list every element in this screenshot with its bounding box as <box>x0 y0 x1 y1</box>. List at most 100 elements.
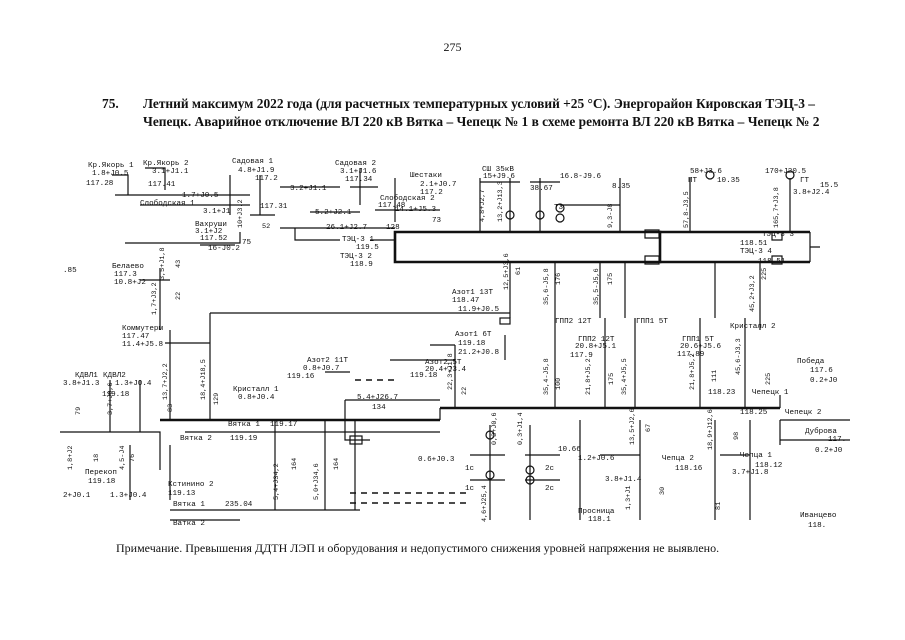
line-flow-label: 13,2+J13,3 <box>497 181 505 222</box>
transformer-label: Т3 <box>554 204 564 212</box>
page-number: 275 <box>443 40 462 54</box>
flow-label: 3.7+J1.8 <box>732 469 769 477</box>
node-label: ГПП2 12Т <box>578 336 615 344</box>
flow-label: 8.35 <box>612 183 631 191</box>
flow-label: 16-J0.2 <box>208 245 240 253</box>
section-label: 1с <box>465 485 474 493</box>
flow-label: 170+J20.5 <box>765 168 806 176</box>
line-flow-label: 45,6-J3,3 <box>735 338 743 375</box>
wires <box>60 167 850 521</box>
node-label: ТЭЦ-3 2 <box>340 253 372 261</box>
flow-label: 0.8+J0.7 <box>303 365 339 373</box>
line-number: 225 <box>765 373 773 385</box>
voltage-label: 118.23 <box>708 389 736 397</box>
line-number: 30 <box>659 487 667 495</box>
voltage-label: 119.16 <box>287 373 315 381</box>
section-label: 2с <box>545 485 554 493</box>
node-label: Белаево <box>112 263 144 271</box>
section-label: 1с <box>465 465 474 473</box>
line-flow-label: 35,5-J5,6 <box>593 268 601 305</box>
voltage-label: 38.67 <box>530 185 553 193</box>
voltage-label: 117. <box>828 436 846 444</box>
flow-label: 3.1+J1.1 <box>152 168 189 176</box>
line-flow-label: 35,4-J5,8 <box>543 358 551 395</box>
line-flow-label: 1,3+J1 <box>625 486 633 510</box>
node-label: ТЭЦ-3 3 <box>762 231 794 239</box>
voltage-label: 117.41 <box>148 181 176 189</box>
line-flow-label: 35,4+J5,5 <box>621 358 629 395</box>
voltage-label: 119.18 <box>458 340 486 348</box>
voltage-label: 119.18 <box>88 478 116 486</box>
flow-label: 2.1+J0.7 <box>420 181 456 189</box>
line-number: 225 <box>761 268 769 280</box>
flow-label: 5.4+J26.7 <box>357 394 398 402</box>
line-number: 76 <box>129 454 137 462</box>
line-number: 81 <box>715 502 723 510</box>
flow-label: 11.9+J0.5 <box>458 306 499 314</box>
voltage-label: 117.48 <box>378 202 406 210</box>
node-label: ГПП1 5Т <box>636 318 668 326</box>
node-label: ТЭЦ-3 4 <box>740 248 772 256</box>
node-label: Перекоп <box>85 469 117 477</box>
figure-number: 75. <box>102 96 119 111</box>
flow-label: 1.2+J0.6 <box>578 455 615 463</box>
node-label: ТЭЦ-3 1 <box>342 236 374 244</box>
node-label: Победа <box>797 357 825 366</box>
line-flow-label: 165,7+J3,8 <box>773 187 781 228</box>
node-label: Вятка 1 <box>228 421 260 429</box>
line-flow-label: 10+J3.2 <box>237 199 245 228</box>
node-label: Вахруши <box>195 221 227 229</box>
flow-label: 10.8+J2 <box>114 279 146 287</box>
flow-label: 3.8+J1.4 <box>605 476 642 484</box>
node-label: Чепца 2 <box>662 455 694 463</box>
line-flow-label: 3,5+J1,8 <box>159 247 167 280</box>
node-label: Просница <box>578 508 615 516</box>
voltage-label: 118.1 <box>588 516 611 524</box>
line-number: 98 <box>733 432 741 440</box>
flow-label: 0.8+J0.4 <box>238 394 275 402</box>
line-number: 75 <box>242 239 252 247</box>
flow-label: 15+J9.6 <box>483 173 515 181</box>
voltage-label: 118.25 <box>740 409 768 417</box>
voltage-label: 119.19 <box>230 435 258 443</box>
line-number: 100 <box>555 378 563 390</box>
flow-label: 10.66 <box>558 446 581 454</box>
voltage-label: 117.28 <box>86 180 114 188</box>
node-label: Чепецк 1 <box>752 389 789 397</box>
voltage-label: 119.13 <box>168 490 196 498</box>
voltage-label: 117.6 <box>810 367 833 375</box>
flow-label: 16.8-J9.6 <box>560 173 601 181</box>
node-label: КДВЛ2 <box>103 372 126 380</box>
line-flow-label: 0,3+J0,6 <box>491 412 499 445</box>
line-number: 79 <box>75 407 83 415</box>
voltage-label: 235.04 <box>225 501 253 509</box>
flow-label: 20.8+J5.1 <box>575 343 616 351</box>
line-number: 4,6+J25,4 <box>481 485 489 522</box>
flow-label: 5.2+J2.1 <box>315 209 352 217</box>
node-label: Азот1 13Т <box>452 289 493 297</box>
node-label: Садовая 2 <box>335 160 376 168</box>
flow-label: 3.8+J2.4 <box>793 189 830 197</box>
flow-label: 1.3+J0.4 <box>115 380 152 388</box>
voltage-label: 117.52 <box>200 235 228 243</box>
flow-label: 3.1+J1.6 <box>340 168 377 176</box>
node-label: Кристалл 1 <box>233 386 279 394</box>
flow-label: 20.6+J5.6 <box>680 343 721 351</box>
flow-label: 20.4+J3.4 <box>425 366 466 374</box>
line-flow-label: 18,4+J18,5 <box>200 359 208 400</box>
node-label: Азот1 6Т <box>455 331 492 339</box>
footnote: Примечание. Превышения ДДТН ЛЭП и оборуд… <box>116 541 720 555</box>
line-flow-label: 5,0+J34,6 <box>313 463 321 500</box>
line-flow-label: 18,9+J12,6 <box>707 409 715 450</box>
line-flow-label: 9,3-J8 <box>607 204 615 228</box>
voltage-label: 118.12 <box>755 462 783 470</box>
line-number: 164 <box>333 458 341 470</box>
flow-label: 1.3+J0.4 <box>110 492 147 500</box>
node-label: Слободская 2 <box>380 194 435 203</box>
flow-label: 3.2+J1.1 <box>290 185 327 193</box>
line-flow-label: 12,5+J3,6 <box>503 253 511 290</box>
line-flow-label: 22,3+J1,8 <box>447 353 455 390</box>
node-label: Кристалл 2 <box>730 323 776 331</box>
line-number: 52 <box>262 223 270 231</box>
